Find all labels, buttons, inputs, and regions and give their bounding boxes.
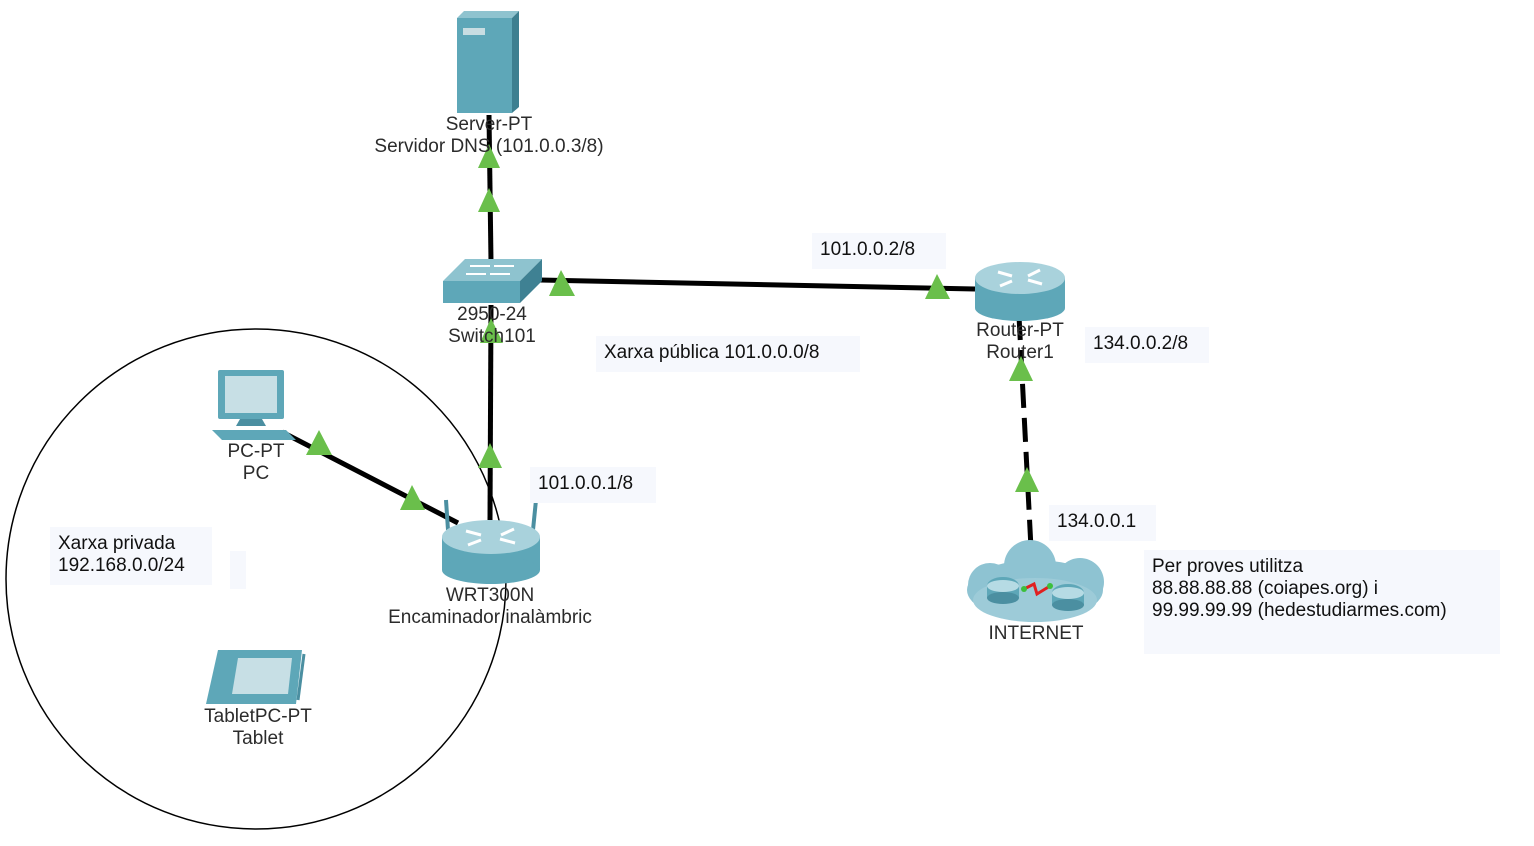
cloud-name: INTERNET	[988, 623, 1084, 644]
switch-name: Switch101	[448, 326, 536, 347]
switch-label: 2950-24 Switch101	[448, 304, 536, 348]
link-up-indicator	[478, 443, 502, 468]
router-name: Router1	[986, 342, 1054, 363]
tablet-icon[interactable]	[206, 650, 306, 704]
router-model: Router-PT	[976, 320, 1064, 341]
link-switch-router[interactable]	[539, 277, 976, 292]
link-pc-wrt[interactable]	[280, 429, 460, 526]
router-icon[interactable]	[975, 262, 1065, 321]
links	[280, 114, 1034, 549]
link-up-indicator	[480, 318, 503, 343]
wrt-name: Encaminador inalàmbric	[388, 607, 592, 628]
switch-model: 2950-24	[457, 304, 527, 325]
link-router-internet[interactable]	[1016, 315, 1034, 549]
link-up-indicator	[306, 430, 332, 455]
note-private-network-extra	[230, 551, 246, 589]
link-up-indicator	[1009, 356, 1033, 381]
pc-model: PC-PT	[227, 441, 285, 462]
server-icon[interactable]	[457, 11, 519, 113]
switch-icon[interactable]	[443, 259, 542, 303]
router-label: Router-PT Router1	[976, 320, 1064, 364]
tablet-model: TabletPC-PT	[204, 706, 312, 727]
server-name: Servidor DNS (101.0.0.3/8)	[374, 136, 604, 157]
link-up-indicator	[400, 485, 425, 510]
cloud-label: INTERNET	[989, 623, 1084, 645]
note-router-lan-ip: 101.0.0.2/8	[812, 233, 946, 269]
server-label: Server-PT Servidor DNS (101.0.0.3/8)	[374, 114, 603, 158]
pc-icon[interactable]	[212, 370, 296, 440]
wireless-router-icon[interactable]	[442, 499, 540, 584]
link-up-indicator	[478, 144, 500, 168]
pc-label: PC-PT PC	[228, 441, 285, 485]
link-up-indicator	[549, 270, 575, 296]
cloud-icon[interactable]	[967, 540, 1104, 622]
link-up-indicator	[1015, 467, 1039, 492]
note-router-wan-ip: 134.0.0.2/8	[1085, 327, 1209, 363]
link-server-switch[interactable]	[486, 114, 494, 263]
note-public-network: Xarxa pública 101.0.0.0/8	[596, 336, 860, 372]
wrt-model: WRT300N	[445, 585, 535, 606]
note-internet-ip: 134.0.0.1	[1049, 505, 1156, 541]
tablet-label: TabletPC-PT Tablet	[204, 706, 312, 750]
link-status-indicators	[306, 144, 1039, 510]
pc-name: PC	[242, 463, 270, 484]
wrt-label: WRT300N Encaminador inalàmbric	[388, 585, 592, 629]
note-private-network: Xarxa privada 192.168.0.0/24	[50, 527, 212, 585]
note-testing-ips: Per proves utilitza 88.88.88.88 (coiapes…	[1144, 550, 1500, 654]
note-wrt-ip: 101.0.0.1/8	[530, 467, 656, 503]
link-up-indicator	[925, 274, 950, 299]
server-model: Server-PT	[445, 114, 533, 135]
link-up-indicator	[478, 188, 500, 212]
tablet-name: Tablet	[232, 728, 284, 749]
